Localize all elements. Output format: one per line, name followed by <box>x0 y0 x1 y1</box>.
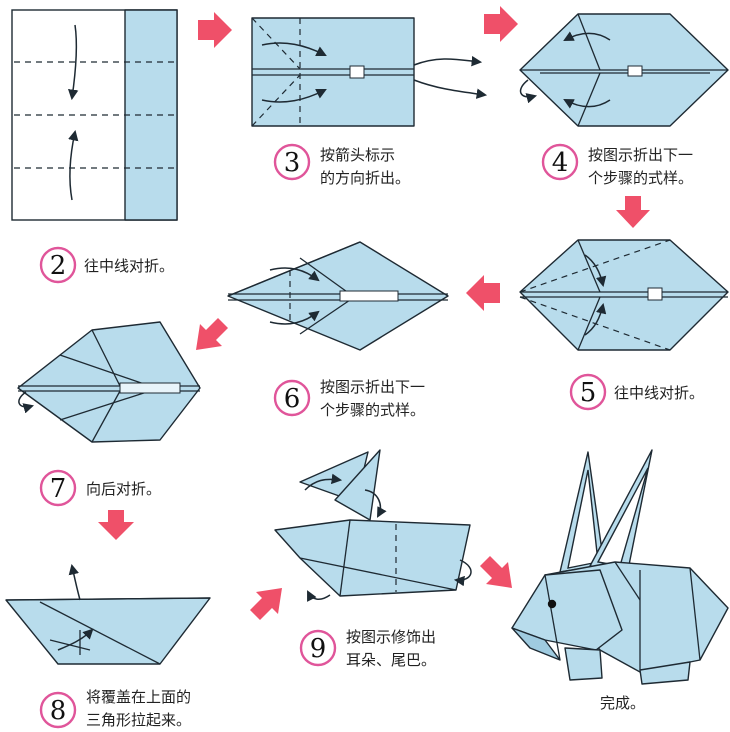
step-6-label: 6 按图示折出下一 个步骤的式样。 <box>275 378 425 419</box>
svg-text:按箭头标示: 按箭头标示 <box>320 146 395 164</box>
svg-text:7: 7 <box>50 474 67 504</box>
step-7-figure <box>18 322 200 442</box>
next-step-arrow <box>98 510 134 540</box>
svg-text:耳朵、尾巴。: 耳朵、尾巴。 <box>346 651 436 669</box>
finished-rabbit-figure <box>512 450 728 684</box>
step-6-figure <box>228 242 448 350</box>
svg-text:4: 4 <box>552 148 569 178</box>
step-9-figure <box>275 450 471 599</box>
next-step-arrow <box>198 12 232 48</box>
svg-text:8: 8 <box>50 696 67 726</box>
svg-text:往中线对折。: 往中线对折。 <box>614 384 704 402</box>
next-step-arrow <box>196 318 228 350</box>
step-7-label: 7 向后对折。 <box>41 471 161 505</box>
done-label: 完成。 <box>600 694 645 712</box>
svg-text:往中线对折。: 往中线对折。 <box>84 257 174 275</box>
svg-text:个步骤的式样。: 个步骤的式样。 <box>320 401 425 419</box>
step-3-figure <box>252 18 485 126</box>
svg-text:将覆盖在上面的: 将覆盖在上面的 <box>86 688 191 706</box>
step-8-figure <box>6 566 210 664</box>
svg-text:6: 6 <box>284 384 301 414</box>
svg-text:5: 5 <box>580 378 597 408</box>
next-step-arrow <box>480 556 512 588</box>
step-2-figure <box>12 10 177 220</box>
next-step-arrow <box>250 588 282 620</box>
svg-text:按图示折出下一: 按图示折出下一 <box>588 146 693 164</box>
step-4-figure <box>520 14 728 126</box>
svg-text:3: 3 <box>284 148 301 178</box>
step-3-label: 3 按箭头标示 的方向折出。 <box>275 145 410 187</box>
svg-text:个步骤的式样。: 个步骤的式样。 <box>588 169 693 187</box>
svg-text:按图示折出下一: 按图示折出下一 <box>320 378 425 396</box>
next-step-arrow <box>616 196 650 228</box>
svg-text:2: 2 <box>50 251 67 281</box>
step-9-label: 9 按图示修饰出 耳朵、尾巴。 <box>301 628 436 669</box>
next-step-arrow <box>466 275 500 311</box>
svg-text:三角形拉起来。: 三角形拉起来。 <box>86 711 191 729</box>
svg-text:按图示修饰出: 按图示修饰出 <box>346 628 436 646</box>
svg-text:9: 9 <box>310 634 327 664</box>
svg-text:向后对折。: 向后对折。 <box>86 480 161 498</box>
step-2-label: 2 往中线对折。 <box>41 248 174 282</box>
step-4-label: 4 按图示折出下一 个步骤的式样。 <box>543 145 693 187</box>
svg-text:的方向折出。: 的方向折出。 <box>320 169 410 187</box>
rabbit-eye <box>548 600 556 608</box>
next-step-arrow <box>484 6 518 42</box>
step-5-figure <box>520 240 728 350</box>
step-5-label: 5 往中线对折。 <box>571 375 704 409</box>
step-8-label: 8 将覆盖在上面的 三角形拉起来。 <box>41 688 191 729</box>
